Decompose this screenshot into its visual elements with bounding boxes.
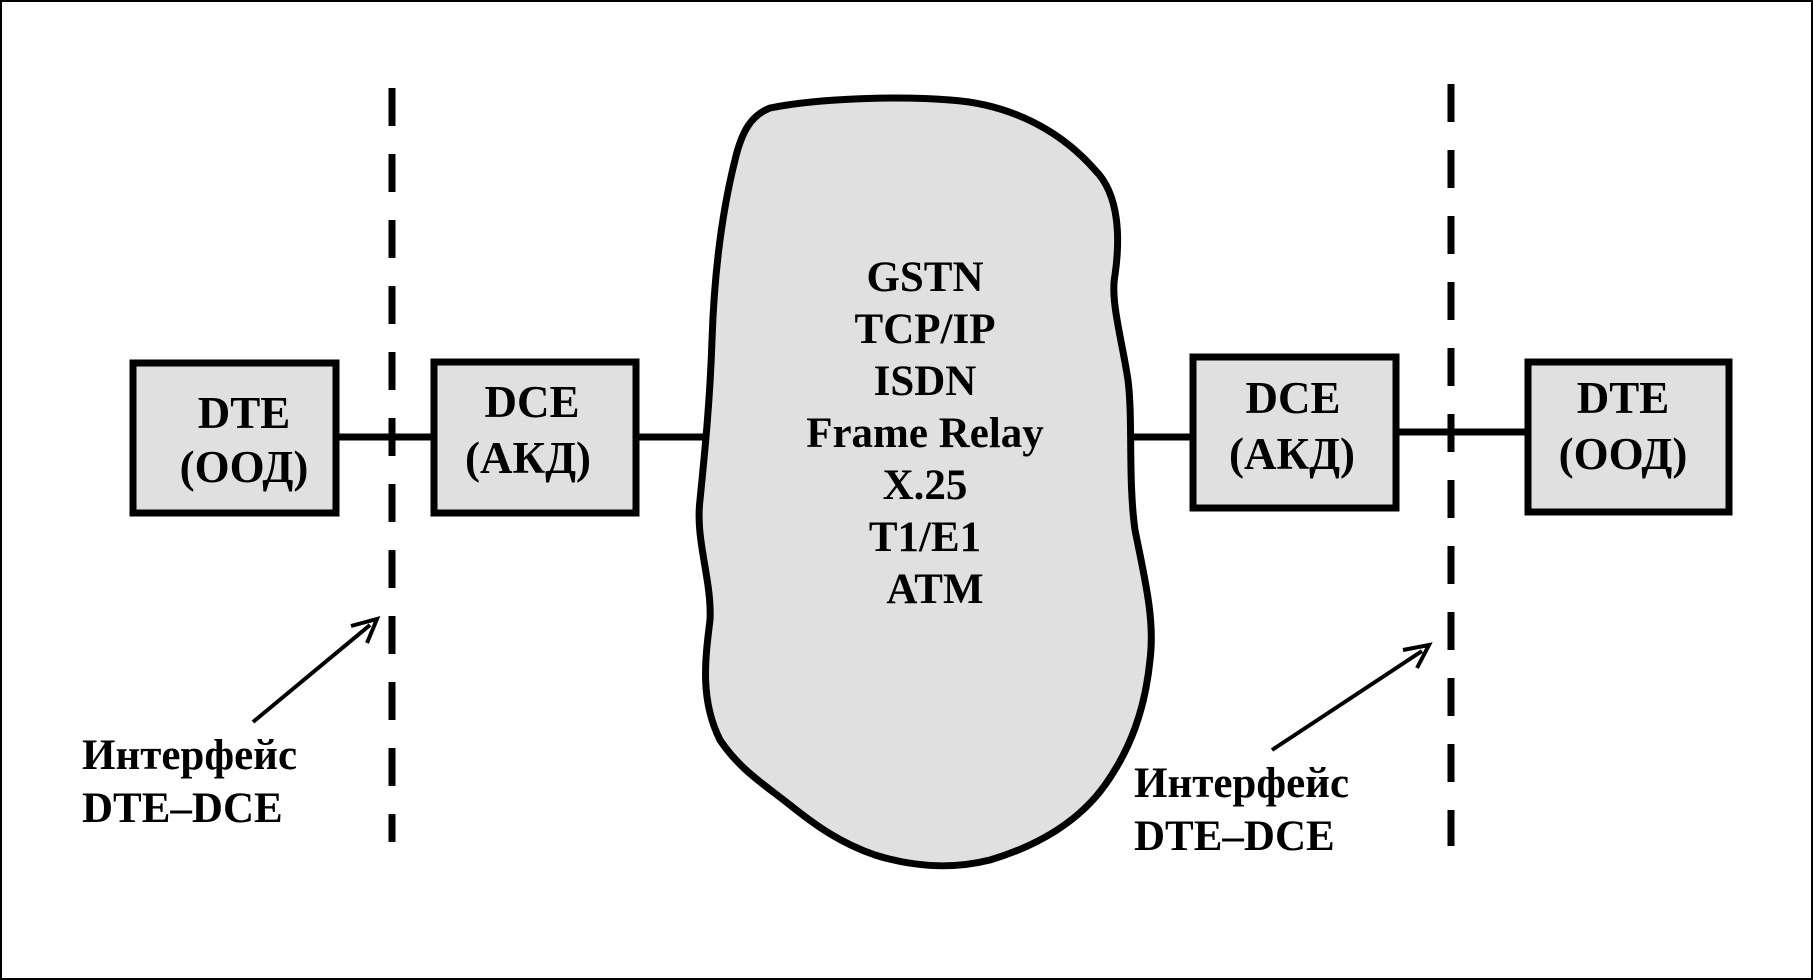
dce-right-line1: DCE: [1245, 373, 1340, 423]
dte-left-line1: DTE: [198, 388, 291, 438]
dte-right-rect: [1524, 358, 1733, 516]
interface-label-left: Интерфейс DTE–DCE: [82, 732, 297, 832]
network-item-frame-relay: Frame Relay: [806, 410, 1044, 457]
interface-arrow-left: [251, 616, 381, 724]
network-item-isdn: ISDN: [874, 358, 977, 405]
dce-right-rect: [1189, 353, 1400, 512]
dte-left-rect: [129, 359, 340, 517]
interface-left-line2: DTE–DCE: [82, 785, 283, 832]
arrow-right-shaft: [1270, 649, 1424, 752]
dce-left-line2: (АКД): [465, 433, 591, 483]
interface-right-line2: DTE–DCE: [1134, 813, 1335, 860]
dte-left-box: DTE (ООД): [129, 359, 340, 517]
network-item-gstn: GSTN: [866, 254, 983, 301]
interface-arrow-right: [1270, 642, 1433, 752]
network-item-t1e1: T1/E1: [869, 514, 981, 561]
arrow-right-head: [1402, 642, 1433, 669]
dce-left-line1: DCE: [484, 377, 579, 427]
network-label-list: GSTN TCP/IP ISDN Frame Relay X.25 T1/E1 …: [806, 254, 1044, 613]
network-cloud: [695, 94, 1155, 870]
interface-label-right: Интерфейс DTE–DCE: [1134, 760, 1349, 860]
network-item-x25: X.25: [883, 462, 968, 509]
dte-left-line2: (ООД): [180, 442, 309, 492]
interface-left-line1: Интерфейс: [82, 732, 297, 779]
dce-right-line2: (АКД): [1229, 429, 1355, 479]
dce-right-box: DCE (АКД): [1189, 353, 1400, 512]
dte-right-line1: DTE: [1577, 373, 1670, 423]
dte-right-box: DTE (ООД): [1524, 358, 1733, 516]
dce-left-rect: [430, 358, 640, 517]
dce-left-box: DCE (АКД): [430, 358, 640, 517]
dte-right-line2: (ООД): [1559, 429, 1688, 479]
arrow-left-shaft: [251, 623, 372, 724]
interface-right-line1: Интерфейс: [1134, 760, 1349, 807]
network-item-tcpip: TCP/IP: [855, 306, 996, 353]
arrow-left-head: [350, 616, 381, 644]
network-item-atm: ATM: [886, 566, 983, 613]
